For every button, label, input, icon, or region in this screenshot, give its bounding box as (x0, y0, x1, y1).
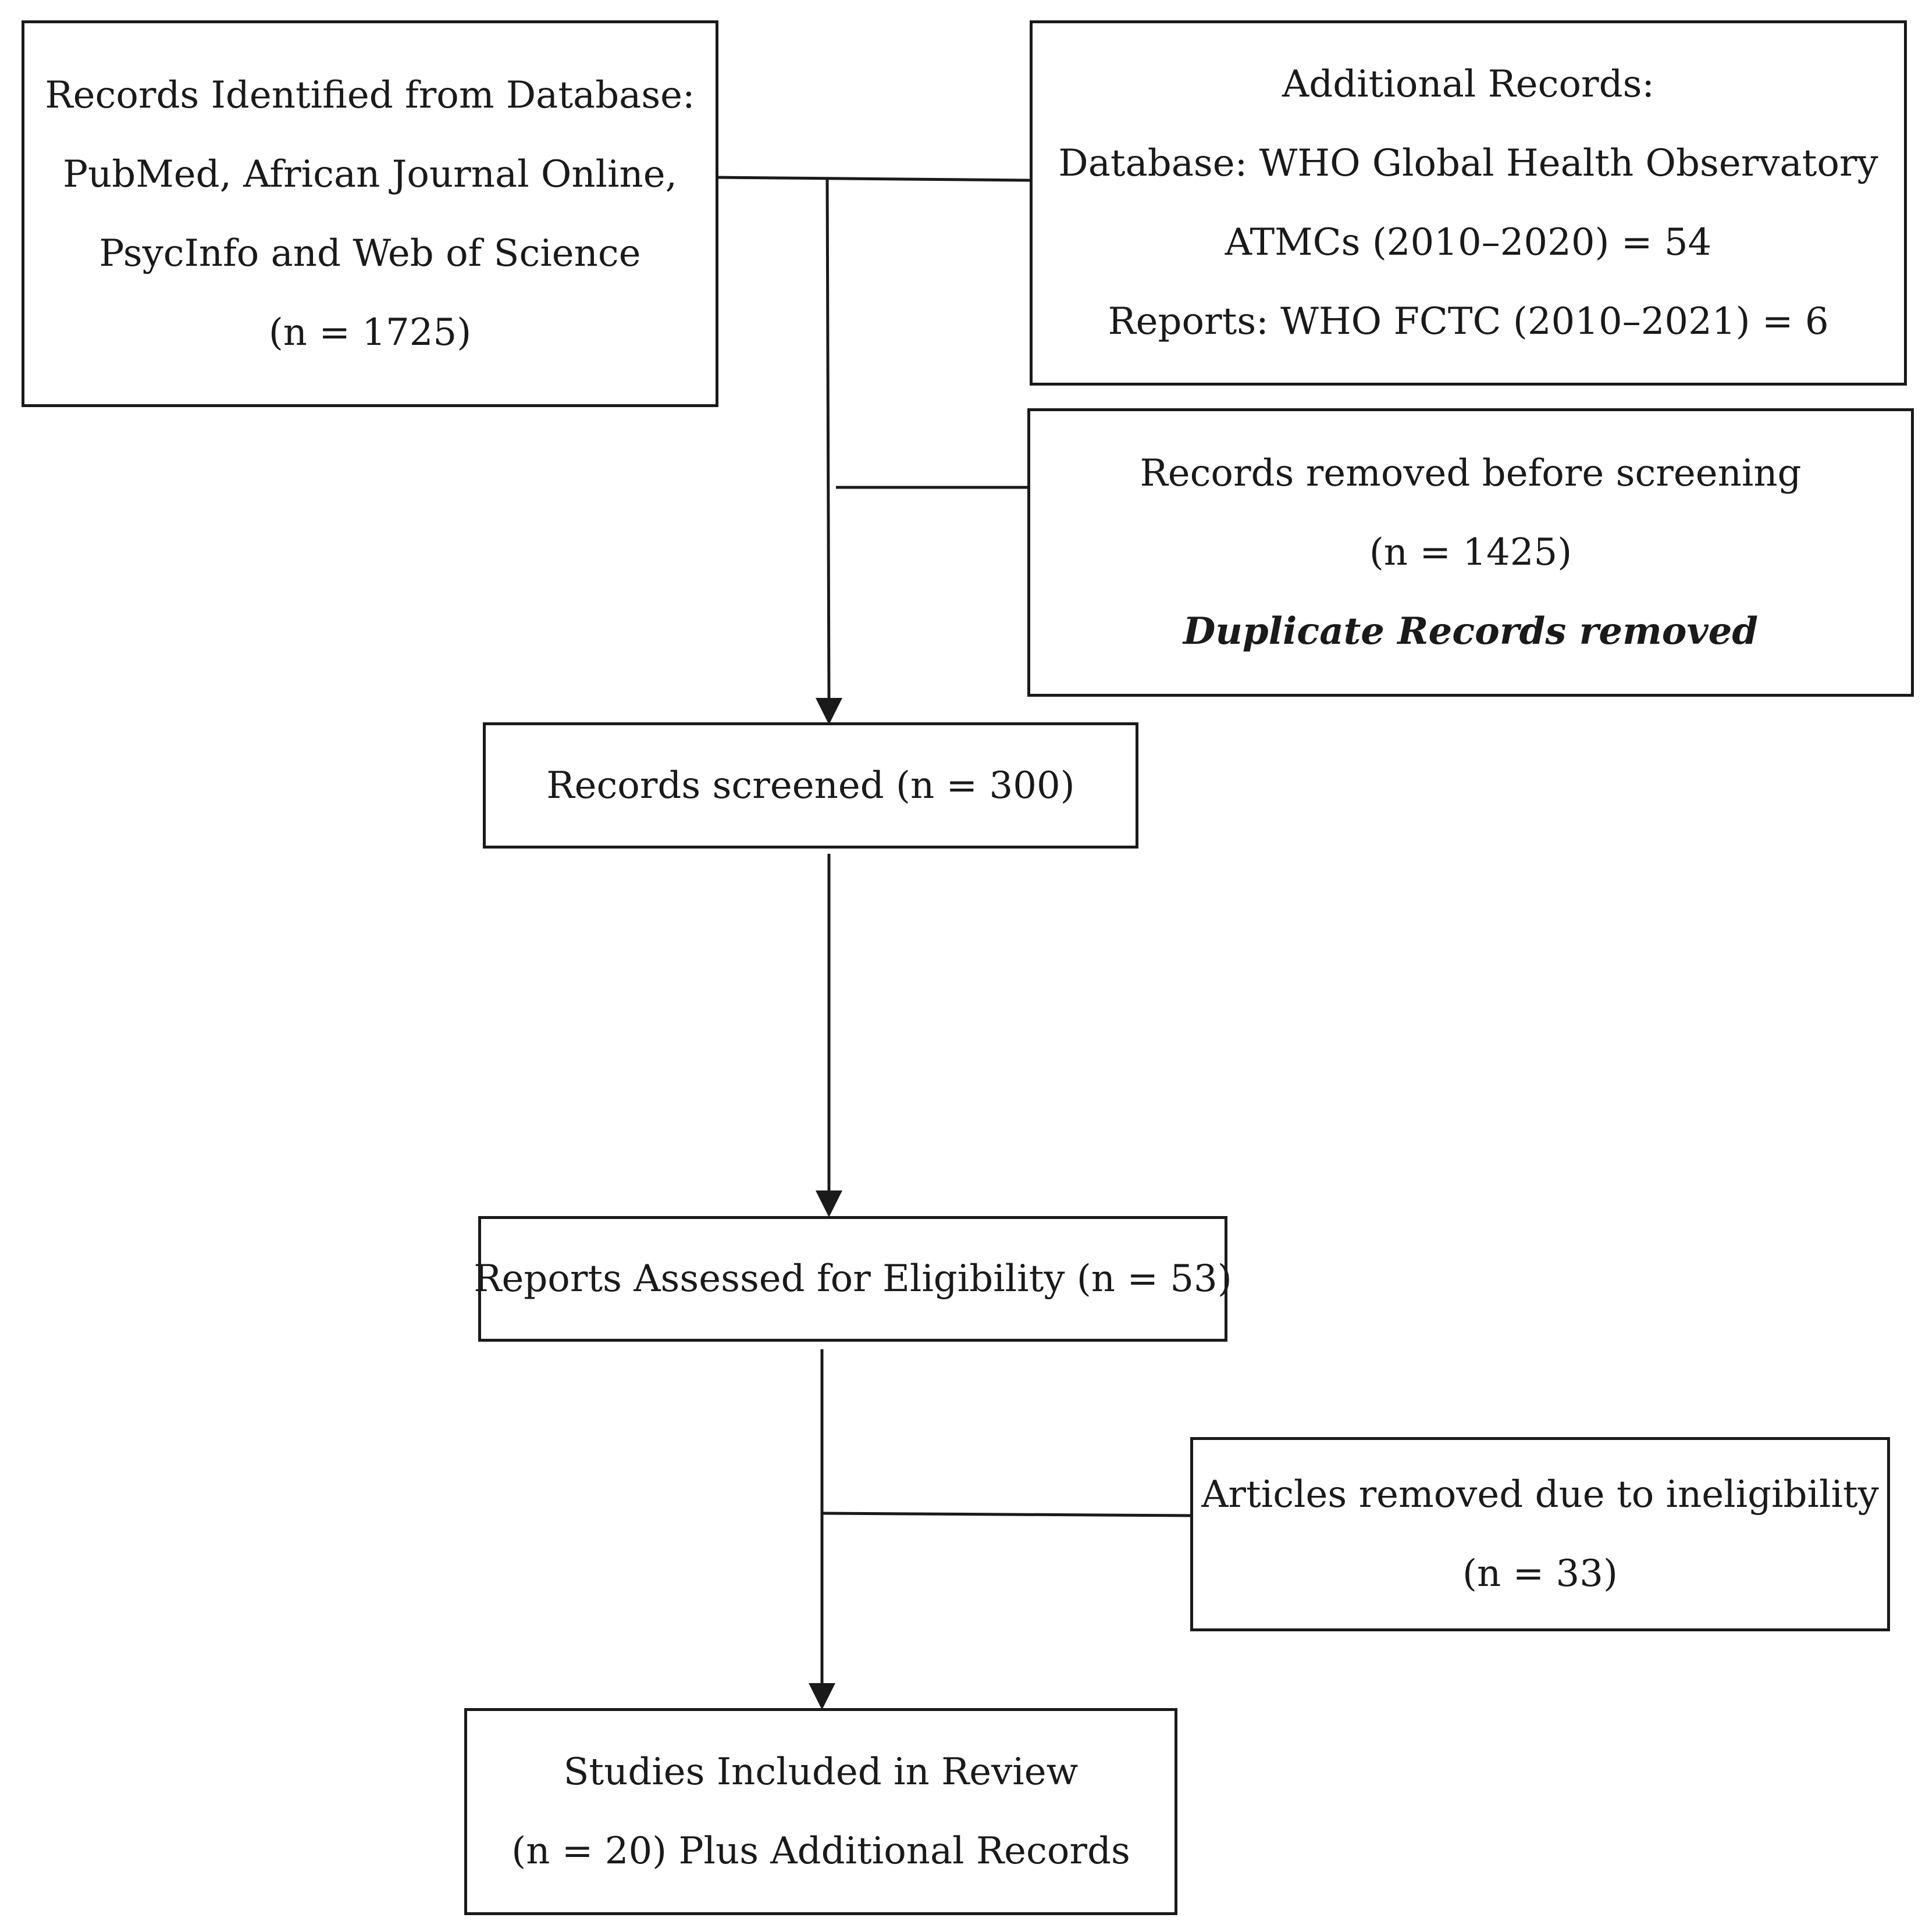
identified-line-2: PubMed, African Journal Online, (63, 152, 677, 196)
ineligible-count: (n = 33) (1462, 1552, 1618, 1595)
removed-count: (n = 1425) (1369, 531, 1572, 574)
identified-line-3: PsycInfo and Web of Science (99, 231, 641, 275)
ineligible-title: Articles removed due to ineligibility (1201, 1473, 1879, 1516)
additional-title: Additional Records: (1282, 63, 1654, 106)
additional-database: Database: WHO Global Health Observatory (1058, 142, 1878, 185)
arrowhead-assessed (816, 1190, 842, 1217)
arrowhead-screened (816, 698, 842, 725)
identified-count: (n = 1725) (268, 311, 472, 354)
removed-title: Records removed before screening (1140, 452, 1802, 495)
additional-records-box: Additional Records: Database: WHO Global… (1030, 20, 1907, 386)
additional-reports: Reports: WHO FCTC (2010–2021) = 6 (1108, 300, 1829, 343)
included-count: (n = 20) Plus Additional Records (511, 1830, 1130, 1873)
studies-included-box: Studies Included in Review (n = 20) Plus… (464, 1708, 1177, 1915)
records-identified-box: Records Identified from Database: PubMed… (22, 20, 718, 407)
additional-atmcs: ATMCs (2010–2020) = 54 (1225, 221, 1712, 264)
connector-identified-to-additional (718, 176, 1030, 182)
identified-line-1: Records Identified from Database: (45, 73, 695, 117)
records-removed-box: Records removed before screening (n = 14… (1027, 408, 1914, 697)
included-title: Studies Included in Review (563, 1751, 1079, 1794)
arrowhead-included (809, 1683, 835, 1710)
records-screened-box: Records screened (n = 300) (483, 722, 1138, 849)
connector-trunk-to-screened (825, 177, 831, 698)
articles-removed-box: Articles removed due to ineligibility (n… (1190, 1437, 1890, 1631)
screened-label: Records screened (n = 300) (546, 764, 1075, 807)
removed-note: Duplicate Records removed (1183, 609, 1759, 653)
connector-to-ineligible-branch (821, 1512, 1191, 1517)
assessed-label: Reports Assessed for Eligibility (n = 53… (474, 1257, 1232, 1300)
reports-assessed-box: Reports Assessed for Eligibility (n = 53… (474, 1216, 1232, 1342)
